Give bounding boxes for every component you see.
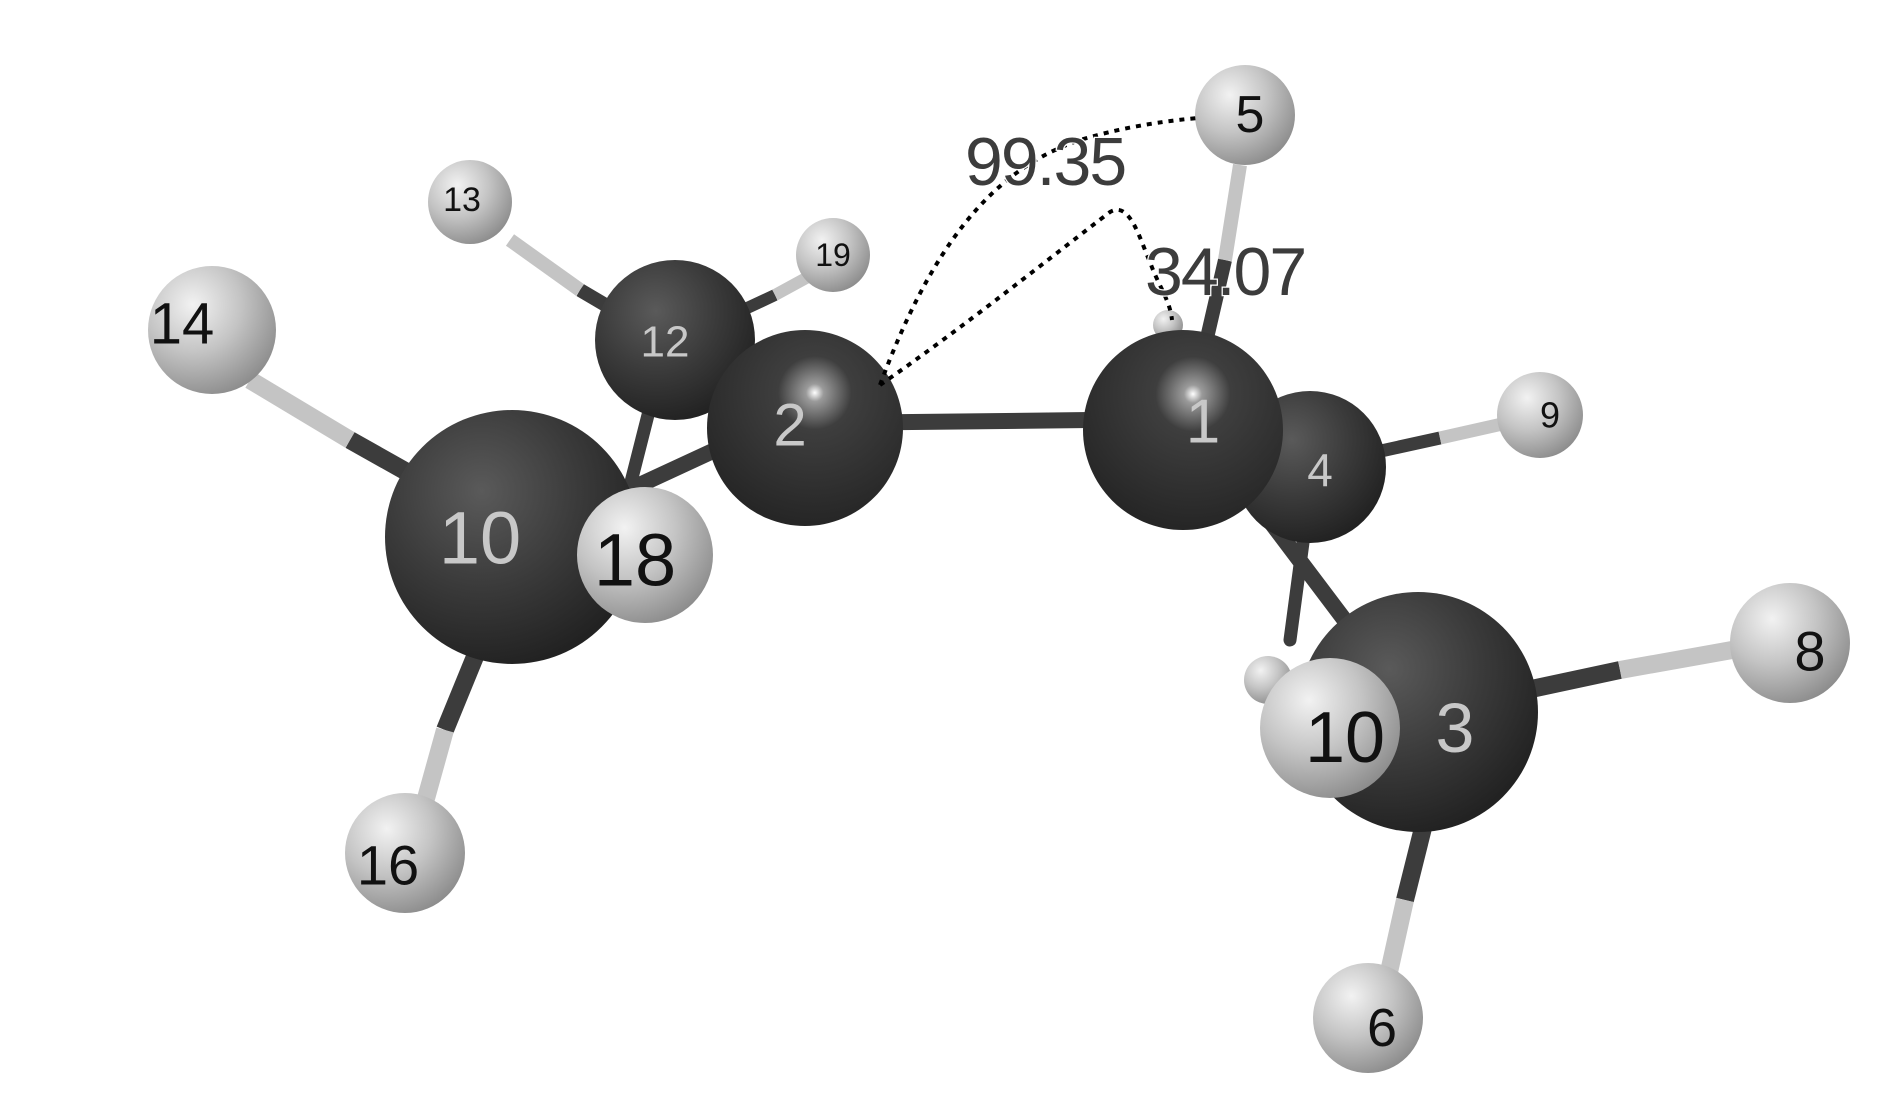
atom-12-label: 10 — [439, 497, 521, 580]
bond-c13-h15-h — [505, 234, 585, 296]
bond-c12-h14-h — [245, 372, 355, 448]
atom-16[interactable]: 16 — [345, 793, 465, 913]
atom-6-label: 6 — [1367, 998, 1397, 1058]
atoms-layer: 13 19 14 12 10 2 18 16 — [148, 65, 1850, 1073]
atom-15[interactable]: 13 — [428, 160, 512, 244]
atom-8-label: 8 — [1794, 620, 1825, 683]
atom-14-label: 14 — [150, 292, 215, 357]
atom-1-label: 1 — [1186, 388, 1220, 457]
atom-1[interactable]: 1 — [1083, 330, 1283, 530]
atom-5-label: 5 — [1236, 86, 1265, 144]
atom-5[interactable]: 5 — [1195, 65, 1295, 165]
atom-2[interactable]: 2 — [707, 330, 903, 526]
angle-label-99: 99.35 — [965, 124, 1125, 200]
atom-18[interactable]: 18 — [577, 487, 713, 623]
angle-label-34: 34.07 — [1145, 234, 1305, 310]
atom-9-label: 9 — [1540, 395, 1560, 436]
atom-14[interactable]: 14 — [148, 266, 276, 394]
atom-13-label: 12 — [641, 318, 690, 367]
atom-18-label: 18 — [594, 519, 676, 602]
atom-10-label: 10 — [1305, 698, 1385, 778]
atom-16-label: 16 — [357, 834, 419, 897]
atom-3-label: 3 — [1436, 689, 1475, 767]
atom-4-label: 4 — [1307, 444, 1333, 496]
bond-c1-h5-h — [1218, 163, 1247, 262]
atom-2-label: 2 — [773, 392, 806, 459]
angle-arc-34 — [878, 207, 1174, 387]
measurements-layer: 99.35 34.07 — [878, 116, 1308, 387]
angle-arc-99 — [878, 116, 1199, 386]
atom-12[interactable]: 10 — [385, 410, 639, 664]
atom-19-label: 19 — [815, 237, 851, 273]
atom-19[interactable]: 19 — [796, 218, 870, 292]
atom-10[interactable]: 10 — [1260, 658, 1400, 798]
atom-6[interactable]: 6 — [1313, 963, 1423, 1073]
atom-13[interactable]: 12 — [595, 260, 755, 420]
atom-15-label: 13 — [443, 181, 481, 219]
atom-9[interactable]: 9 — [1497, 372, 1583, 458]
atom-8[interactable]: 8 — [1730, 583, 1850, 703]
